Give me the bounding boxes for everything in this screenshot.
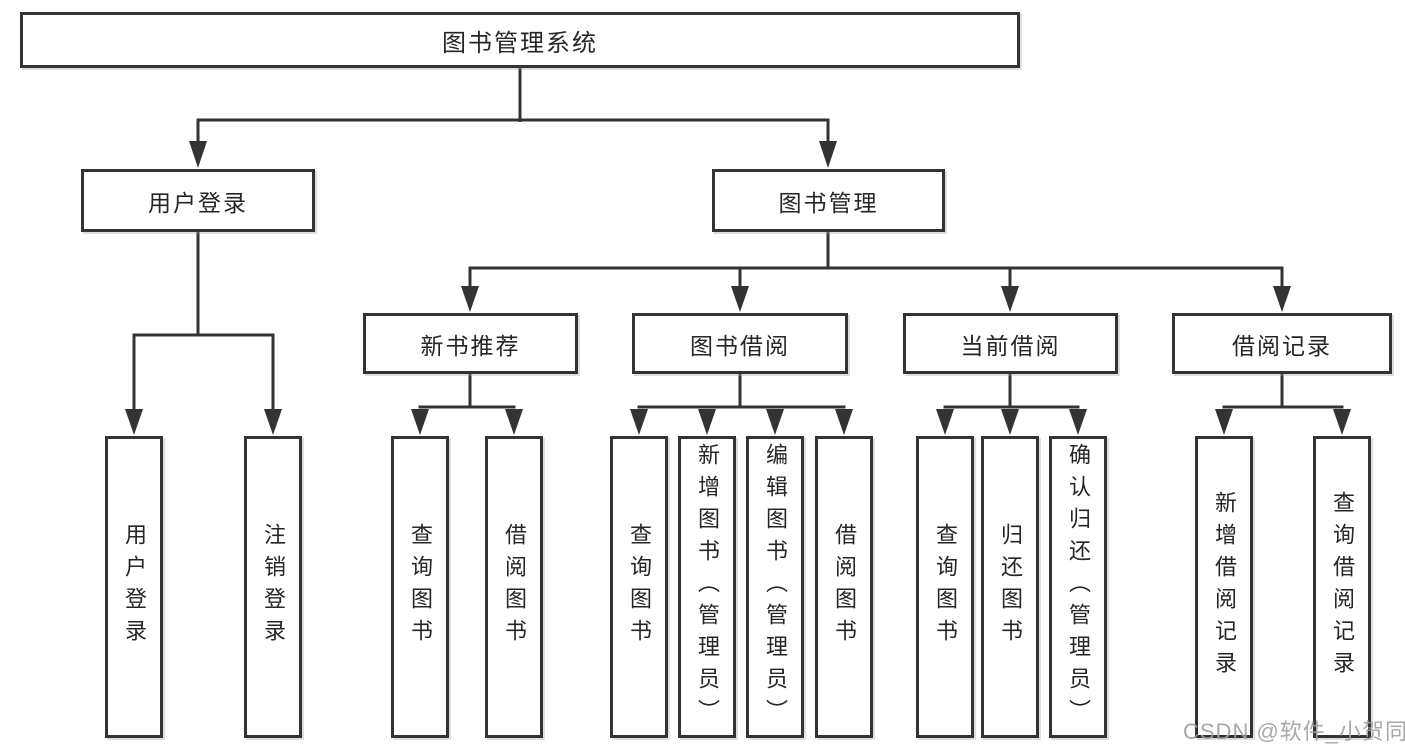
leaf-return-book: 归还图书 — [981, 436, 1039, 738]
leaf-borrow-book-borrowing: 借阅图书 — [815, 436, 873, 738]
node-current-borrowing: 当前借阅 — [903, 313, 1118, 374]
csdn-watermark: CSDN @软件_小贺同学 — [1183, 719, 1405, 744]
node-library-management-system: 图书管理系统 — [20, 12, 1020, 68]
leaf-user-login: 用户登录 — [105, 436, 163, 738]
node-book-borrowing: 图书借阅 — [632, 313, 848, 374]
leaf-query-book-current: 查询图书 — [916, 436, 974, 738]
leaf-query-book-recommend: 查询图书 — [391, 436, 449, 738]
leaf-borrow-book-recommend: 借阅图书 — [485, 436, 543, 738]
leaf-edit-book-admin: 编辑图书（管理员） — [746, 436, 804, 738]
leaf-query-book-borrowing: 查询图书 — [610, 436, 668, 738]
leaf-query-borrow-record: 查询借阅记录 — [1313, 436, 1371, 738]
node-book-management: 图书管理 — [712, 169, 945, 232]
leaf-add-borrow-record: 新增借阅记录 — [1195, 436, 1253, 738]
node-user-login: 用户登录 — [81, 169, 315, 232]
leaf-logout: 注销登录 — [244, 436, 302, 738]
leaf-add-book-admin: 新增图书（管理员） — [678, 436, 736, 738]
node-borrowing-records: 借阅记录 — [1172, 313, 1392, 374]
node-new-book-recommend: 新书推荐 — [363, 313, 578, 374]
leaf-confirm-return-admin: 确认归还（管理员） — [1049, 436, 1107, 738]
